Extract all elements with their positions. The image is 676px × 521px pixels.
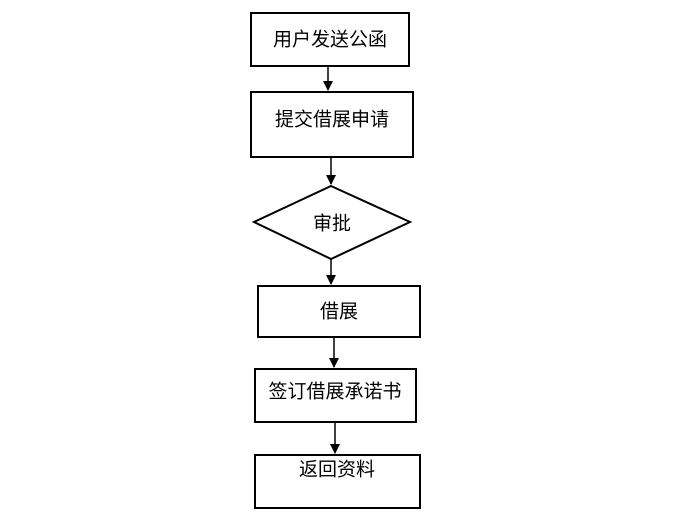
node-send-letter: 用户发送公函 bbox=[250, 12, 410, 67]
node-submit-application: 提交借展申请 bbox=[250, 91, 414, 158]
node-approval-label: 审批 bbox=[313, 213, 351, 235]
node-sign-commitment-label: 签订借展承诺书 bbox=[268, 381, 401, 403]
node-loan-label: 借展 bbox=[320, 301, 358, 323]
node-send-letter-label: 用户发送公函 bbox=[273, 29, 387, 51]
node-submit-application-label: 提交借展申请 bbox=[275, 109, 389, 131]
node-send-letter-box bbox=[250, 12, 410, 67]
node-loan-box bbox=[257, 285, 421, 338]
node-return-materials-label: 返回资料 bbox=[299, 459, 375, 481]
node-submit-application-box bbox=[250, 91, 414, 158]
node-return-materials-box bbox=[254, 454, 421, 509]
node-sign-commitment: 签订借展承诺书 bbox=[254, 368, 417, 423]
node-approval-diamond bbox=[251, 184, 413, 261]
node-return-materials: 返回资料 bbox=[254, 454, 421, 509]
flowchart-edges bbox=[323, 66, 340, 454]
node-sign-commitment-box bbox=[254, 368, 417, 423]
node-loan: 借展 bbox=[257, 285, 421, 338]
node-approval: 审批 bbox=[251, 184, 413, 261]
